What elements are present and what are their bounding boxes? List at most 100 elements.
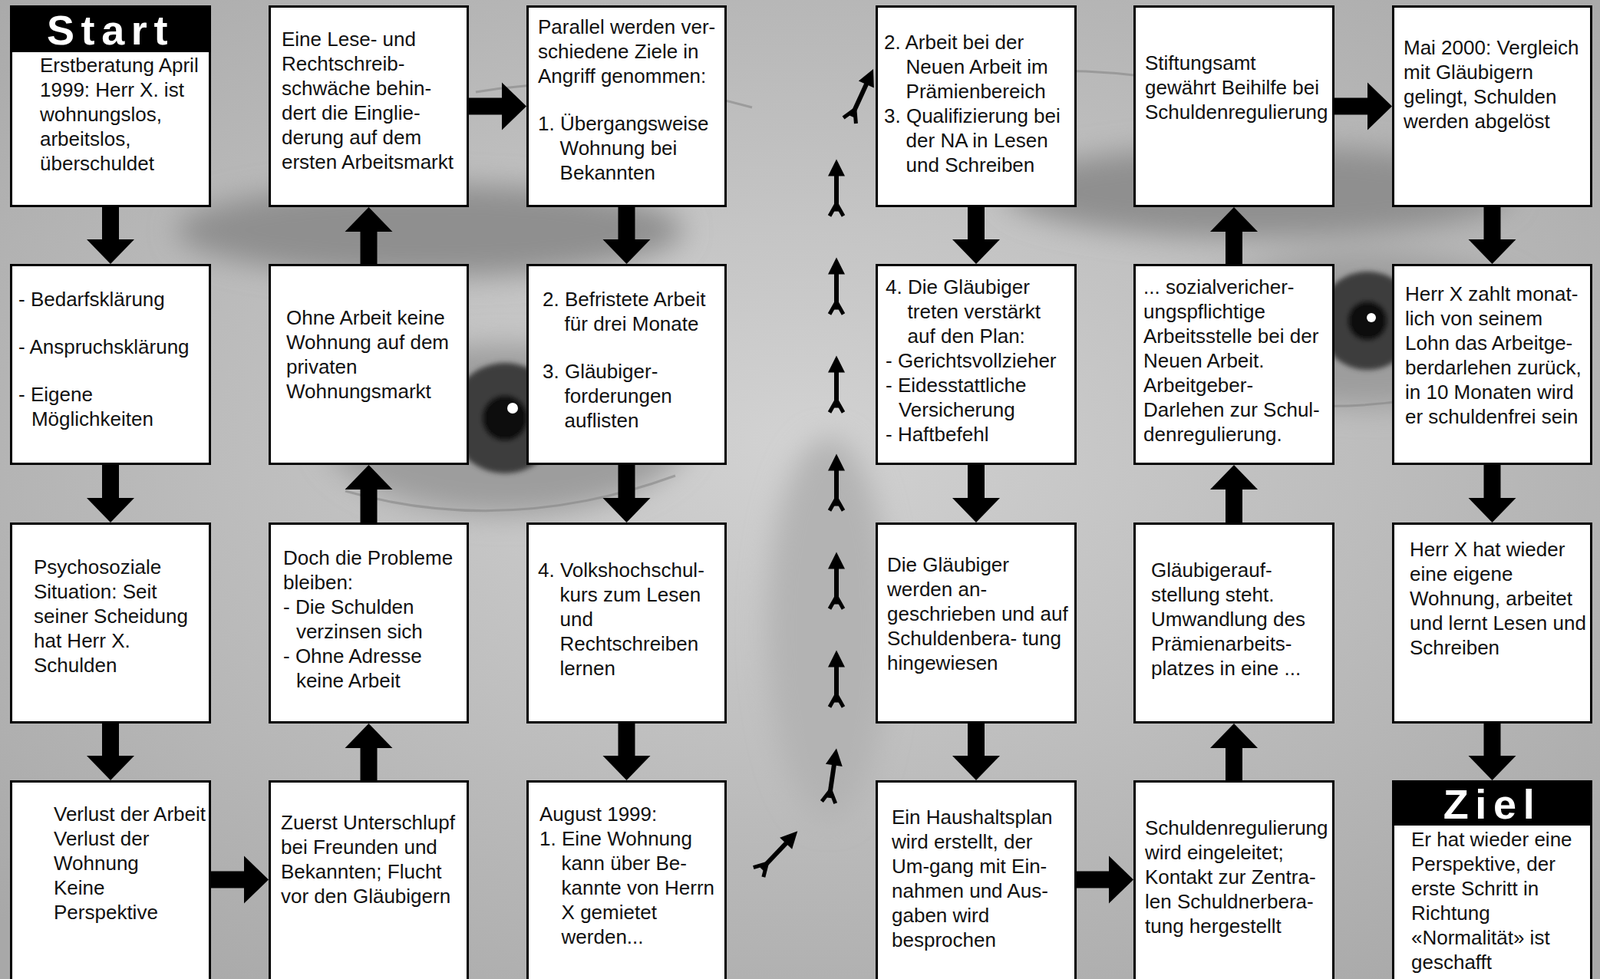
flow-arrow (345, 465, 393, 523)
box-text: 1. Eine Wohnung kann über Be- kannte von… (539, 827, 722, 951)
block-arrow (603, 723, 651, 781)
box-text: - Eidesstattliche Versicherung (885, 373, 1072, 423)
box-text: Ein Haushaltsplan wird erstellt, der Um-… (891, 805, 1072, 954)
flow-arrow (952, 723, 1000, 781)
process-box: Zuerst Unterschlupf bei Freunden und Bek… (268, 780, 469, 979)
box-body: Parallel werden ver- schiedene Ziele in … (528, 7, 725, 186)
block-arrow (1076, 856, 1134, 904)
box-text: - Eigene Möglichkeiten (18, 382, 206, 433)
box-body: August 1999:1. Eine Wohnung kann über Be… (528, 782, 725, 951)
box-body: Psychosoziale Situation: Seit seiner Sch… (12, 524, 209, 679)
box-body: Doch die Probleme bleiben:- Die Schulden… (270, 524, 467, 694)
arrow-head (828, 159, 845, 177)
process-box: Eine Lese- und Rechtschreib- schwäche be… (268, 5, 469, 208)
box-text: August 1999: (539, 802, 722, 828)
box-text: Herr X hat wieder eine eigene Wohnung, a… (1409, 537, 1587, 661)
eye-highlight (507, 402, 518, 414)
process-box: ... sozialvericher- ungspflichtige Arbei… (1133, 263, 1335, 466)
arrow-fletching (843, 109, 856, 124)
block-arrow (1468, 723, 1517, 781)
box-text: - Die Schulden verzinsen sich (283, 595, 464, 645)
process-box: 2. Arbeit bei der Neuen Arbeit im Prämie… (875, 5, 1077, 208)
box-text: Eine Lese- und Rechtschreib- schwäche be… (281, 27, 464, 175)
arrow-fletching (829, 498, 844, 512)
block-arrow (1468, 207, 1517, 264)
block-arrow (603, 465, 651, 523)
box-text: - Anspruchsklärung (18, 335, 206, 360)
box-body: Die Gläubiger werden an- geschrieben und… (877, 524, 1075, 677)
process-box: 4. Volkshochschul- kurs zum Lesen und Re… (526, 522, 727, 724)
box-text: Zuerst Unterschlupf bei Freunden und Bek… (280, 811, 464, 910)
box-body: Er hat wieder eine Perspektive, der erst… (1394, 825, 1591, 976)
flow-arrow (1468, 723, 1517, 781)
box-text: Ohne Arbeit keine Wohnung auf dem privat… (286, 306, 464, 405)
box-text: 3. Gläubiger- forderungen auflisten (542, 359, 722, 434)
block-arrow (603, 207, 651, 264)
block-arrow (86, 207, 135, 264)
box-text: Erstberatung April 1999: Herr X. ist woh… (39, 53, 206, 177)
box-body: Verlust der ArbeitVerlust der WohnungKei… (12, 782, 209, 926)
flow-arrow (952, 465, 1000, 523)
arrow-fletching (829, 400, 844, 413)
box-text: Keine Perspektive (53, 876, 206, 926)
box-text: Doch die Probleme bleiben: (283, 546, 464, 596)
flow-arrow (952, 207, 1000, 264)
box-body: 4. Die Gläubiger treten verstärkt auf de… (877, 266, 1075, 448)
box-body: Schuldenregulierung wird eingeleitet; Ko… (1135, 782, 1333, 940)
box-text: Gläubigerauf- stellung steht. Umwandlung… (1151, 558, 1330, 682)
box-text: Psychosoziale Situation: Seit seiner Sch… (33, 555, 206, 679)
box-text: 1. Übergangsweise Wohnung bei Bekannten (537, 112, 722, 186)
flow-arrow (1468, 465, 1517, 523)
box-body: Ohne Arbeit keine Wohnung auf dem privat… (270, 266, 467, 405)
box-body: Mai 2000: Vergleich mit Gläubigern gelin… (1394, 7, 1591, 135)
box-body: Stiftungsamt gewährt Beihilfe bei Schuld… (1135, 7, 1333, 126)
box-body: 4. Volkshochschul- kurs zum Lesen und Re… (528, 524, 725, 682)
block-arrow (86, 465, 135, 523)
box-text: Herr X zahlt monat- lich von seinem Lohn… (1405, 282, 1587, 430)
box-body: 2. Arbeit bei der Neuen Arbeit im Prämie… (877, 7, 1075, 179)
arrow-head (828, 257, 845, 275)
face-shading (176, 145, 1551, 822)
box-text: 4. Die Gläubiger treten verstärkt auf de… (885, 275, 1072, 350)
box-text: Parallel werden ver- schiedene Ziele in … (537, 15, 722, 90)
block-arrow (1210, 207, 1258, 264)
process-box: 4. Die Gläubiger treten verstärkt auf de… (875, 263, 1077, 466)
process-box: Stiftungsamt gewährt Beihilfe bei Schuld… (1133, 5, 1335, 208)
block-arrow (1334, 82, 1393, 131)
box-body: Herr X hat wieder eine eigene Wohnung, a… (1394, 524, 1591, 661)
flow-arrow (1210, 207, 1258, 264)
block-arrow (468, 82, 527, 131)
process-box: Ohne Arbeit keine Wohnung auf dem privat… (268, 263, 469, 466)
arrow-head (828, 650, 845, 668)
process-box: Verlust der ArbeitVerlust der WohnungKei… (9, 780, 212, 979)
process-box: Doch die Probleme bleiben:- Die Schulden… (268, 522, 469, 724)
arrow-head (828, 552, 845, 570)
box-text: Verlust der Wohnung (53, 827, 206, 877)
process-box: ZielEr hat wieder eine Perspektive, der … (1392, 780, 1593, 979)
box-body: 2. Befristete Arbeit für drei Monate 3. G… (528, 266, 725, 434)
box-text: 3. Qualifizierung bei der NA in Lesen un… (884, 104, 1072, 179)
box-body: ... sozialvericher- ungspflichtige Arbei… (1135, 266, 1333, 448)
box-body: - Bedarfsklärung- Anspruchsklärung- Eige… (12, 266, 209, 433)
flow-arrow (753, 69, 875, 878)
block-arrow (1210, 723, 1258, 781)
process-box: Herr X zahlt monat- lich von seinem Lohn… (1392, 263, 1593, 466)
box-text: - Gerichtsvollzieher (885, 349, 1072, 374)
box-text: ... sozialvericher- ungspflichtige Arbei… (1143, 275, 1330, 448)
flow-arrow (86, 723, 135, 781)
flow-arrow (603, 207, 651, 264)
box-text: Mai 2000: Vergleich mit Gläubigern gelin… (1403, 36, 1587, 135)
arrow-head (828, 356, 845, 373)
arrow-fletching (829, 695, 844, 708)
block-arrow (345, 723, 393, 781)
flow-arrow (603, 465, 651, 523)
box-body: Eine Lese- und Rechtschreib- schwäche be… (270, 7, 467, 175)
flow-arrow (345, 723, 393, 781)
process-box: Ein Haushaltsplan wird erstellt, der Um-… (875, 780, 1077, 979)
block-arrow (345, 465, 393, 523)
box-text: 2. Arbeit bei der Neuen Arbeit im Prämie… (884, 30, 1072, 105)
flow-arrow (1468, 207, 1517, 264)
block-arrow (952, 207, 1000, 264)
box-text: 2. Befristete Arbeit für drei Monate (542, 287, 722, 337)
box-text: - Haftbefehl (885, 422, 1072, 448)
